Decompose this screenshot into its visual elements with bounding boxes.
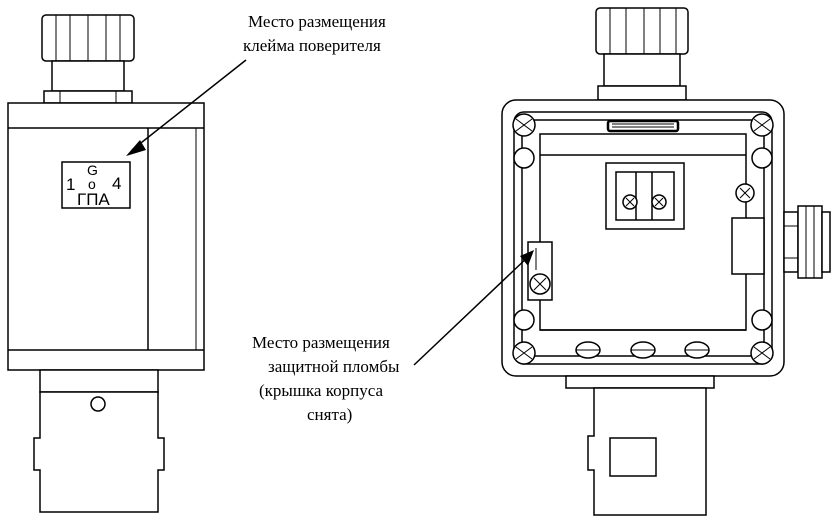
protective-seal-line1: Место размещения bbox=[252, 333, 390, 352]
cable-gland-top-left bbox=[41, 14, 135, 104]
stamp-digit-right: 4 bbox=[112, 174, 121, 193]
cable-gland-top-right bbox=[595, 7, 689, 101]
stamp-digit-left: 1 bbox=[66, 175, 75, 194]
callout-protective-seal: Место размещения защитной пломбы (крышка… bbox=[252, 333, 400, 424]
verifier-mark-line1: Место размещения bbox=[248, 12, 386, 31]
ground-screw-icon bbox=[735, 183, 755, 203]
terminal-block bbox=[605, 162, 685, 230]
fitting-hole bbox=[90, 396, 106, 412]
protective-seal-line3: (крышка корпуса bbox=[259, 381, 383, 400]
verifier-mark-line2: клейма поверителя bbox=[243, 36, 381, 55]
protective-seal-line4: снята) bbox=[307, 405, 352, 424]
bottom-fitting-right bbox=[565, 375, 715, 516]
callout-arrow-verifier-mark bbox=[126, 59, 247, 156]
bottom-terminals bbox=[540, 329, 746, 359]
protective-seal-location bbox=[527, 241, 553, 301]
protective-seal-line2: защитной пломбы bbox=[268, 357, 400, 376]
stamp-letter-top: G bbox=[87, 162, 98, 178]
stamp-code-bottom: ГПА bbox=[77, 190, 110, 209]
bottom-fitting-left bbox=[33, 369, 165, 513]
housing-body-left bbox=[7, 102, 205, 371]
corner-screw-icons bbox=[512, 113, 774, 365]
callout-verifier-mark: Место размещения клейма поверителя bbox=[243, 12, 386, 55]
device-open-view bbox=[501, 7, 831, 516]
stamp-letter-center: o bbox=[88, 176, 96, 192]
device-front-view: 1 G o 4 ГПА bbox=[7, 14, 205, 513]
callout-arrow-protective-seal bbox=[413, 250, 534, 366]
side-connector bbox=[731, 205, 831, 279]
verifier-stamp: 1 G o 4 ГПА bbox=[61, 161, 131, 209]
